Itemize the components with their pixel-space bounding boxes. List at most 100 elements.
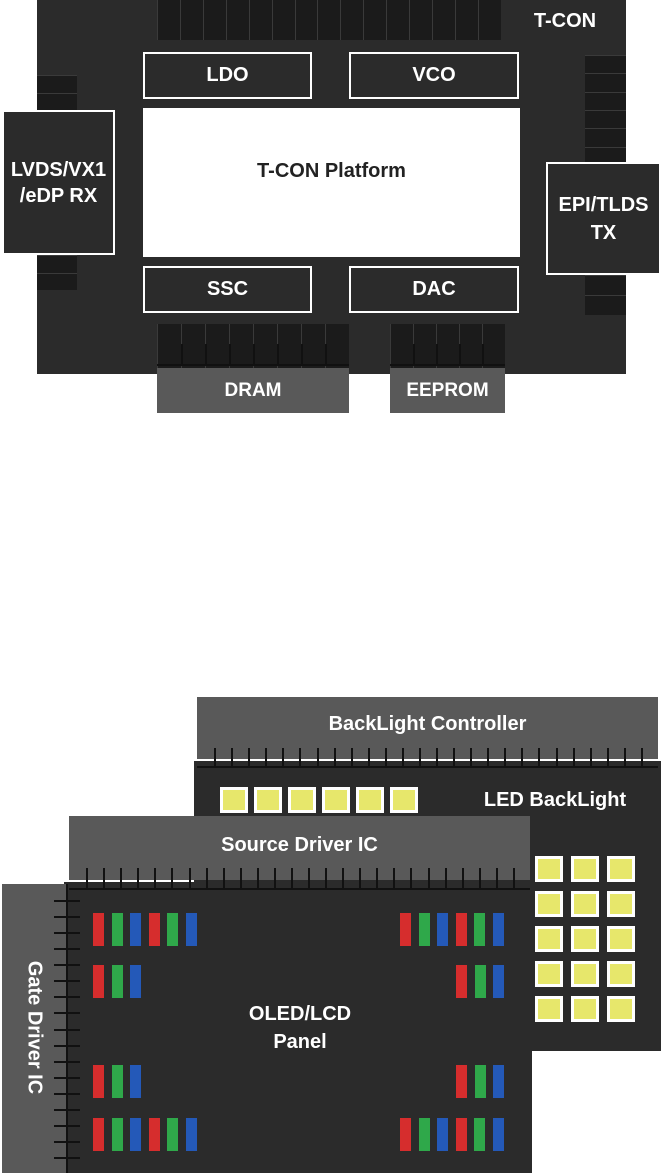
connector-tick bbox=[205, 344, 207, 366]
connector-tick bbox=[640, 748, 643, 768]
pin bbox=[202, 0, 226, 40]
led bbox=[571, 856, 599, 882]
led-backlight-label: LED BackLight bbox=[483, 789, 627, 811]
pin bbox=[585, 128, 626, 147]
connector-tick bbox=[256, 868, 259, 890]
connector-tick bbox=[487, 748, 490, 768]
pin bbox=[409, 0, 433, 40]
connector-line bbox=[66, 884, 68, 1173]
connector-tick bbox=[459, 344, 461, 366]
subpixel bbox=[185, 1118, 197, 1151]
ssc-block: SSC bbox=[143, 266, 312, 313]
led bbox=[607, 856, 635, 882]
connector-tick bbox=[248, 748, 251, 768]
connector-tick bbox=[436, 344, 438, 366]
connector-tick bbox=[325, 868, 328, 890]
pin bbox=[585, 91, 626, 110]
connector-line bbox=[390, 364, 505, 366]
pin bbox=[157, 0, 180, 40]
connector-tick bbox=[589, 748, 592, 768]
tx-label-line1: EPI/TLDS bbox=[558, 193, 649, 216]
pin bbox=[432, 0, 455, 40]
tcon-right-pins-top bbox=[585, 55, 626, 165]
pin bbox=[585, 73, 626, 92]
led-top-row bbox=[220, 787, 430, 817]
eeprom-connectors bbox=[390, 344, 505, 368]
subpixel bbox=[474, 913, 485, 946]
subpixel bbox=[455, 1118, 467, 1151]
tcon-platform-label: T-CON Platform bbox=[257, 160, 406, 182]
connector-tick bbox=[359, 868, 362, 890]
subpixel bbox=[93, 1118, 104, 1151]
connector-tick bbox=[401, 748, 404, 768]
connector-tick bbox=[265, 748, 268, 768]
connector-tick bbox=[120, 868, 123, 890]
led bbox=[571, 961, 599, 987]
dac-block: DAC bbox=[349, 266, 519, 313]
source-driver-pins bbox=[69, 868, 530, 892]
connector-tick bbox=[299, 748, 302, 768]
subpixel bbox=[167, 1118, 178, 1151]
tcon-bottom-pins-left bbox=[157, 324, 349, 370]
backlight-controller: BackLight Controller bbox=[197, 697, 658, 759]
source-driver-label: Source Driver IC bbox=[221, 833, 378, 856]
connector-tick bbox=[572, 748, 575, 768]
rx-block: LVDS/VX1 /eDP RX bbox=[2, 110, 115, 255]
vco-block: VCO bbox=[349, 52, 519, 99]
connector-tick bbox=[376, 868, 379, 890]
tcon-left-pins-top bbox=[37, 75, 77, 110]
subpixel bbox=[400, 913, 411, 946]
connector-tick bbox=[538, 748, 541, 768]
pin bbox=[386, 0, 410, 40]
connector-tick bbox=[418, 748, 421, 768]
led bbox=[607, 926, 635, 952]
pin bbox=[585, 295, 626, 315]
led bbox=[607, 996, 635, 1022]
subpixel bbox=[111, 913, 123, 946]
subpixel bbox=[148, 913, 160, 946]
led bbox=[288, 787, 316, 813]
connector-tick bbox=[521, 748, 524, 768]
pin bbox=[37, 75, 77, 93]
pin bbox=[181, 324, 205, 370]
tcon-right-pins-bottom bbox=[585, 275, 626, 315]
connector-tick bbox=[205, 868, 208, 890]
led bbox=[390, 787, 418, 813]
led bbox=[571, 891, 599, 917]
dram-block: DRAM bbox=[157, 368, 349, 413]
connector-tick bbox=[171, 868, 174, 890]
connector-tick bbox=[623, 748, 626, 768]
led bbox=[254, 787, 282, 813]
panel-label-line2: Panel bbox=[273, 1031, 327, 1053]
connector-tick bbox=[413, 344, 415, 366]
connector-line bbox=[197, 766, 658, 768]
pin bbox=[317, 0, 341, 40]
connector-tick bbox=[410, 868, 413, 890]
subpixel bbox=[456, 965, 467, 998]
connector-tick bbox=[181, 344, 183, 366]
led bbox=[322, 787, 350, 813]
connector-tick bbox=[316, 748, 319, 768]
pin bbox=[585, 146, 626, 165]
gate-driver-pins bbox=[54, 884, 82, 1173]
connector-tick bbox=[137, 868, 140, 890]
connector-tick bbox=[239, 868, 242, 890]
led-right-grid bbox=[535, 856, 645, 1036]
pin bbox=[363, 0, 387, 40]
tcon-top-pins bbox=[157, 0, 501, 40]
connector-tick bbox=[504, 748, 507, 768]
subpixel bbox=[493, 965, 504, 998]
connector-tick bbox=[231, 748, 234, 768]
tx-block: EPI/TLDS TX bbox=[546, 162, 661, 275]
subpixel bbox=[167, 913, 178, 946]
led bbox=[535, 926, 563, 952]
dram-connectors bbox=[157, 344, 349, 368]
led bbox=[356, 787, 384, 813]
connector-tick bbox=[470, 748, 473, 768]
backlight-controller-label: BackLight Controller bbox=[328, 712, 527, 735]
subpixel bbox=[418, 1118, 430, 1151]
oled-lcd-panel bbox=[64, 882, 532, 1173]
connector-tick bbox=[214, 748, 217, 768]
connector-tick bbox=[436, 748, 439, 768]
subpixel bbox=[474, 1118, 485, 1151]
